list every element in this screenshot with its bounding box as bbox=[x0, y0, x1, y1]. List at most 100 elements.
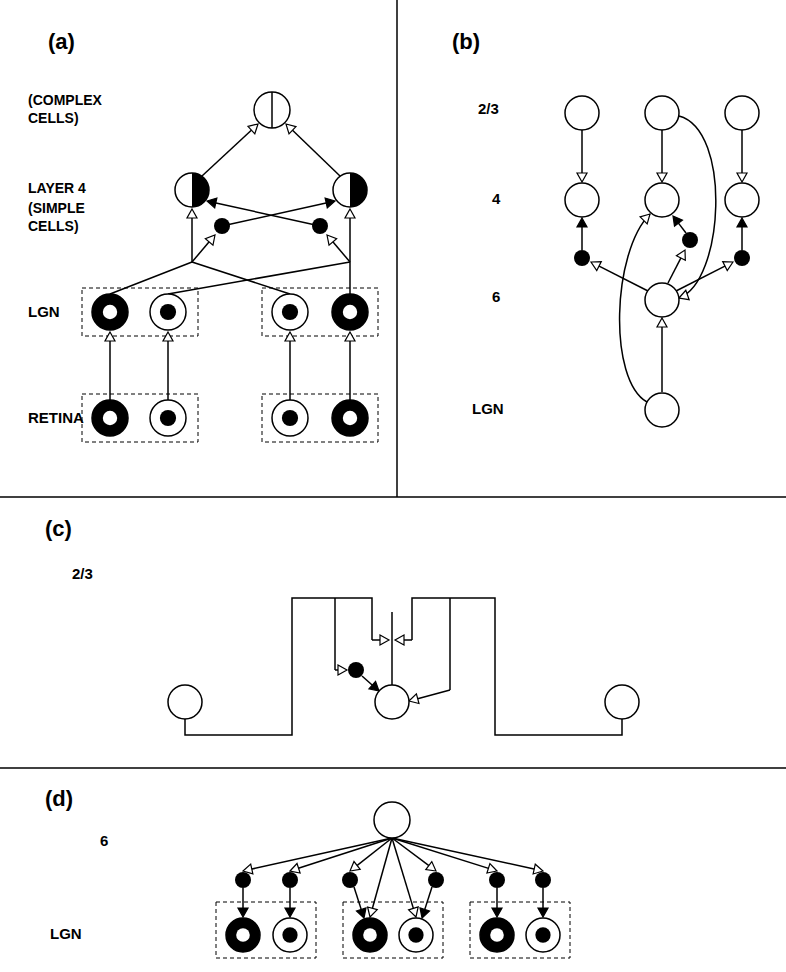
excitatory-synapse bbox=[327, 235, 337, 245]
excitatory-synapse bbox=[286, 124, 296, 134]
axon-line bbox=[298, 838, 392, 869]
axon-line bbox=[449, 598, 451, 690]
off-center-cell bbox=[353, 918, 387, 952]
on-center-core bbox=[535, 927, 550, 942]
axon-line bbox=[542, 888, 544, 909]
axon-line bbox=[349, 340, 351, 400]
axon-line bbox=[412, 598, 622, 735]
inhibitory-synapse bbox=[238, 908, 248, 917]
excitatory-synapse bbox=[290, 863, 300, 873]
interneuron bbox=[682, 232, 698, 248]
cell-type-label: (COMPLEX CELLS) bbox=[28, 92, 128, 127]
neuron-cell bbox=[168, 685, 202, 719]
axon-line bbox=[109, 340, 111, 400]
neuron-cell bbox=[254, 92, 290, 128]
excitatory-synapse bbox=[163, 332, 173, 341]
panel-letter: (b) bbox=[452, 28, 480, 56]
excitatory-synapse bbox=[368, 907, 378, 917]
excitatory-synapse bbox=[285, 332, 295, 341]
neuron-cell bbox=[526, 918, 560, 952]
neuron-cell bbox=[272, 294, 308, 330]
neuron-cell bbox=[565, 183, 599, 217]
on-center-core bbox=[408, 927, 423, 942]
axon-line bbox=[334, 598, 336, 670]
apical-dendrite bbox=[391, 612, 393, 685]
panel-letter: (a) bbox=[48, 28, 75, 56]
excitatory-synapse bbox=[345, 332, 355, 341]
axon-line bbox=[581, 226, 583, 250]
cell-type-label: (SIMPLE CELLS) bbox=[28, 200, 120, 235]
layer-label: RETINA bbox=[28, 409, 84, 428]
off-center-core bbox=[236, 928, 250, 942]
axon-line bbox=[191, 217, 193, 262]
excitatory-synapse bbox=[591, 262, 601, 271]
cell-pair-box bbox=[343, 902, 443, 958]
excitatory-synapse bbox=[248, 124, 258, 134]
neuron-cell bbox=[272, 400, 308, 436]
neuron-cell bbox=[273, 918, 307, 952]
axon-line bbox=[668, 257, 681, 283]
off-center-cell bbox=[92, 400, 128, 436]
layer-label: 2/3 bbox=[478, 100, 499, 119]
off-center-core bbox=[103, 305, 117, 319]
neuron-cell bbox=[645, 183, 679, 217]
axon-line bbox=[202, 129, 252, 176]
on-center-core bbox=[282, 304, 298, 320]
interneuron bbox=[535, 872, 551, 888]
simple-cell-half bbox=[192, 173, 209, 207]
axon-line bbox=[356, 838, 392, 866]
layer-label: 4 bbox=[492, 190, 500, 209]
inhibitory-synapse bbox=[737, 218, 747, 227]
off-center-core bbox=[103, 411, 117, 425]
interneuron bbox=[214, 218, 230, 234]
axon-line bbox=[661, 130, 663, 174]
inhibitory-synapse bbox=[207, 198, 217, 208]
axon-line bbox=[496, 888, 498, 909]
inhibitory-synapse bbox=[369, 681, 379, 691]
axon-line bbox=[192, 262, 290, 294]
axon-line bbox=[289, 340, 291, 400]
neuron-cell bbox=[645, 283, 679, 317]
excitatory-synapse bbox=[487, 864, 497, 874]
inhibitory-synapse bbox=[673, 216, 682, 226]
axon-line bbox=[349, 217, 351, 262]
panel-divider bbox=[0, 767, 786, 769]
off-center-cell bbox=[332, 400, 368, 436]
excitatory-synapse bbox=[105, 332, 115, 341]
axon-line bbox=[392, 838, 535, 869]
axon-curve bbox=[679, 116, 716, 298]
off-center-cell bbox=[480, 918, 514, 952]
axon-line bbox=[168, 262, 350, 294]
excitatory-synapse bbox=[723, 262, 733, 271]
interneuron bbox=[342, 872, 358, 888]
layer-label: LGN bbox=[472, 400, 504, 419]
interneuron bbox=[734, 250, 750, 266]
off-center-cell bbox=[226, 918, 260, 952]
axon-line bbox=[581, 130, 583, 174]
neuron-cell bbox=[375, 685, 409, 719]
on-center-core bbox=[282, 410, 298, 426]
cell-pair-box bbox=[82, 394, 198, 442]
axon-line bbox=[110, 262, 192, 294]
neuron-cell bbox=[725, 96, 759, 130]
axon-line bbox=[215, 203, 320, 226]
excitatory-synapse bbox=[426, 862, 436, 871]
neuron-cell bbox=[150, 400, 186, 436]
inhibitory-synapse bbox=[356, 908, 366, 918]
off-center-cell bbox=[92, 294, 128, 330]
axon-line bbox=[392, 838, 489, 869]
cell-pair-box bbox=[262, 394, 378, 442]
layer-label: LGN bbox=[28, 303, 60, 322]
cell-pair-box bbox=[470, 902, 570, 958]
inhibitory-synapse bbox=[285, 908, 295, 917]
axon-line bbox=[741, 130, 743, 174]
neuron-cell bbox=[374, 802, 410, 838]
axon-curve bbox=[620, 214, 650, 402]
panel-divider bbox=[0, 496, 786, 498]
interneuron bbox=[428, 872, 444, 888]
excitatory-synapse bbox=[657, 173, 667, 182]
on-center-core bbox=[282, 927, 297, 942]
